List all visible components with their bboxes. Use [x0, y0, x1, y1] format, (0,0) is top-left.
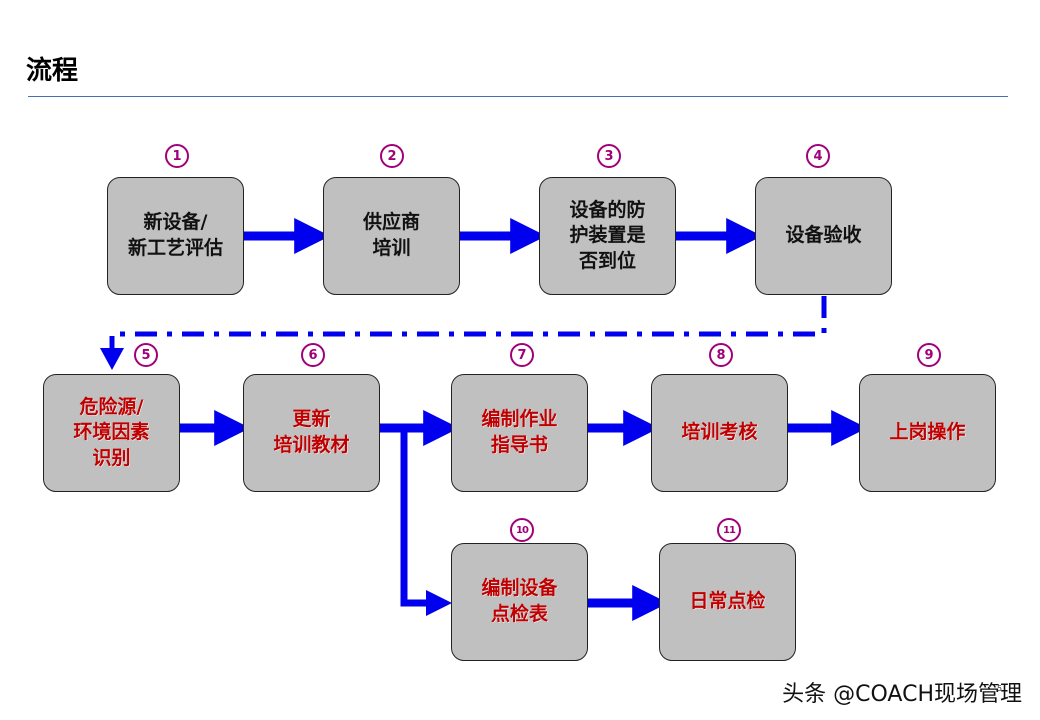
step-number-4: 4 — [806, 144, 830, 168]
step-box-11: 日常点检 — [659, 543, 796, 661]
step-box-3: 设备的防 护装置是 否到位 — [539, 177, 676, 295]
page-title: 流程 — [26, 56, 79, 86]
step-number-3: 3 — [597, 144, 621, 168]
watermark: 头条 @COACH现场管理 — [782, 682, 1022, 707]
step-box-1: 新设备/ 新工艺评估 — [107, 177, 244, 295]
step-box-8: 培训考核 — [651, 374, 788, 492]
arrowhead-to-5 — [100, 348, 124, 370]
step-box-9: 上岗操作 — [859, 374, 996, 492]
page-mark: 5 — [997, 684, 1003, 693]
step-number-9: 9 — [917, 343, 941, 367]
step-number-8: 8 — [709, 343, 733, 367]
arrowhead-to-10 — [426, 590, 452, 616]
dashdot-connector-4-5 — [109, 296, 827, 350]
step-box-7: 编制作业 指导书 — [451, 374, 588, 492]
step-box-5: 危险源/ 环境因素 识别 — [43, 374, 180, 492]
step-number-1: 1 — [165, 144, 189, 168]
step-number-11: 11 — [717, 518, 741, 542]
step-box-6: 更新 培训教材 — [243, 374, 380, 492]
step-box-10: 编制设备 点检表 — [451, 543, 588, 661]
title-divider — [28, 96, 1008, 97]
step-number-5: 5 — [134, 343, 158, 367]
step-box-4: 设备验收 — [755, 177, 892, 295]
step-number-6: 6 — [301, 343, 325, 367]
step-number-7: 7 — [510, 343, 534, 367]
step-box-2: 供应商 培训 — [323, 177, 460, 295]
step-number-2: 2 — [380, 144, 404, 168]
arrow-6-10 — [400, 432, 428, 607]
step-number-10: 10 — [510, 518, 534, 542]
